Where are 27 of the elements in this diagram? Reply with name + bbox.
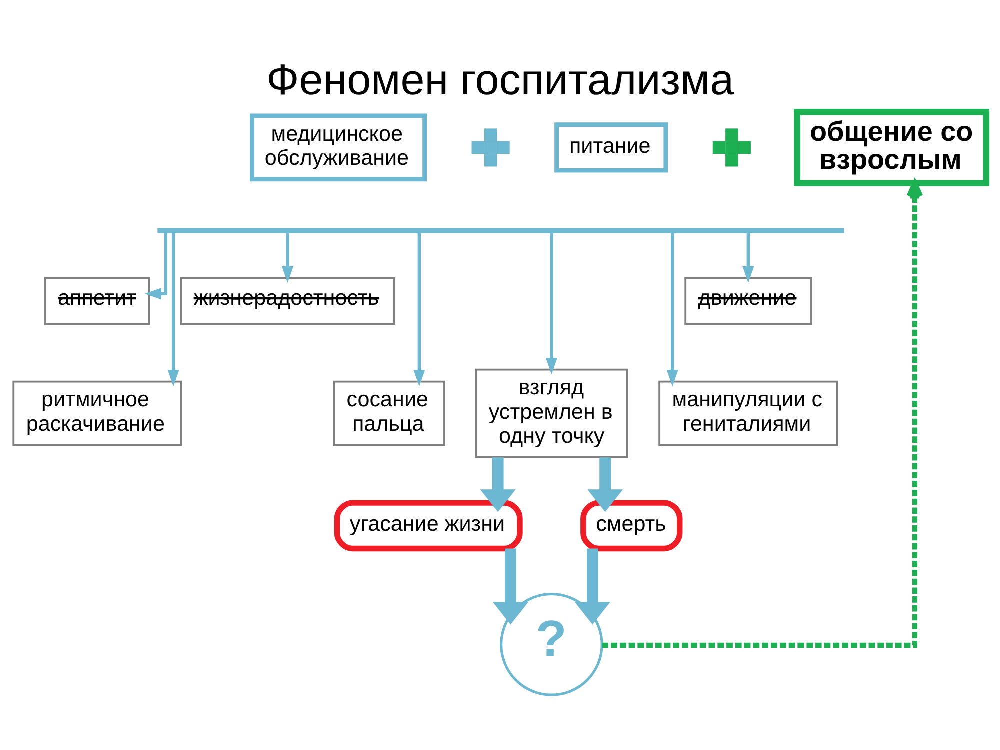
- arrow: [602, 180, 924, 648]
- arrow: [492, 548, 528, 625]
- arrow: [588, 458, 624, 512]
- node-box: движение: [684, 277, 812, 326]
- node-box: манипуляции с гениталиями: [658, 380, 838, 446]
- node-box: взгляд устремлен в одну точку: [475, 368, 628, 458]
- node-box: аппетит: [44, 277, 150, 326]
- node-box: ритмичное раскачивание: [12, 380, 182, 446]
- node-box: медицинское обслуживание: [250, 114, 428, 182]
- arrow: [168, 232, 180, 387]
- arrow: [282, 233, 294, 284]
- diagram-title: Феномен госпитализма: [266, 56, 734, 105]
- arrow: [144, 232, 168, 300]
- arrow: [546, 232, 558, 375]
- node-box: жизнерадостность: [180, 277, 396, 326]
- arrow: [480, 458, 516, 512]
- node-bar: [158, 228, 844, 234]
- node-box: смерть: [580, 500, 683, 552]
- arrow: [742, 233, 754, 284]
- node-box: питание: [554, 122, 668, 173]
- node-box: сосание пальца: [333, 380, 446, 446]
- arrow: [414, 232, 426, 387]
- node-circle: ?: [500, 593, 604, 696]
- node-box: общение со взрослым: [794, 109, 990, 186]
- arrow: [666, 232, 678, 387]
- arrow: [574, 548, 610, 625]
- node-box: угасание жизни: [334, 500, 523, 552]
